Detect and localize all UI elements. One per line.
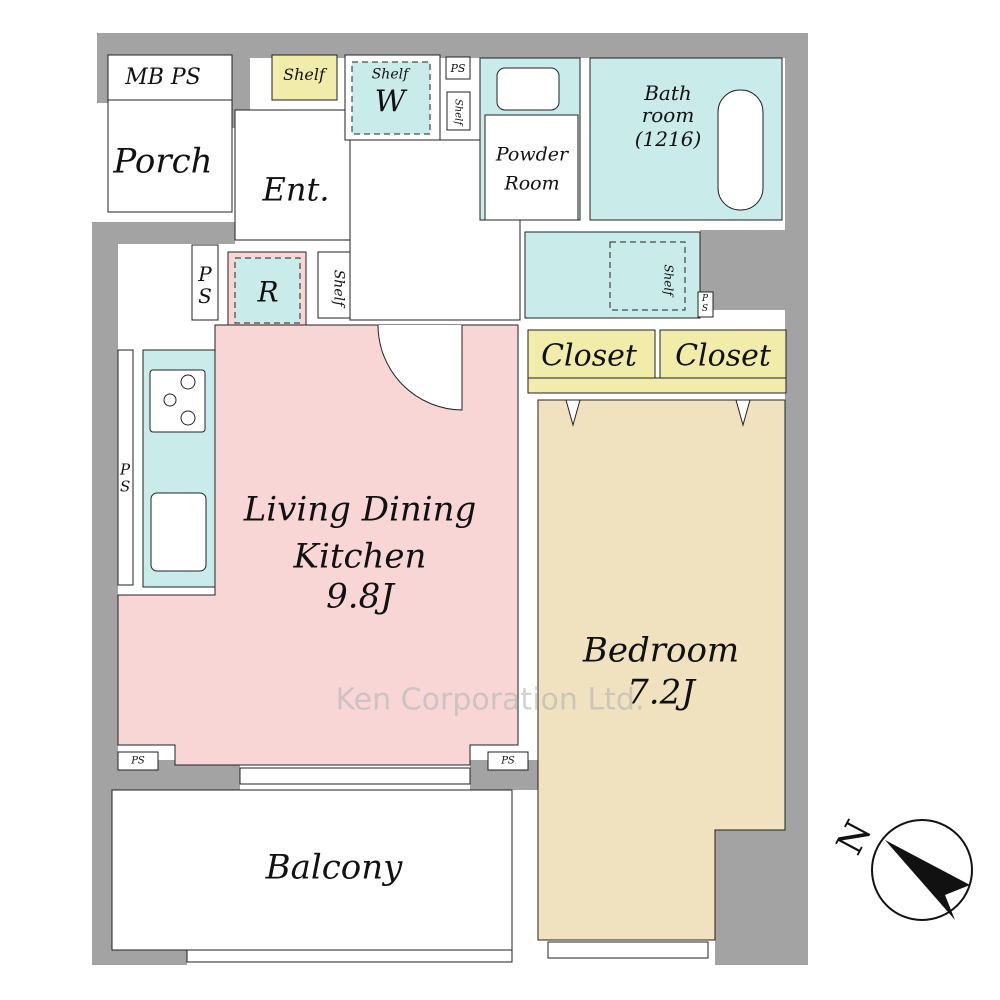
powder-room-label-1: Powder	[495, 143, 569, 166]
porch-label: Porch	[113, 141, 213, 182]
mb-ps-room	[107, 54, 233, 101]
ps-bottom-right-box	[487, 751, 529, 771]
watermark: Ken Corporation Ltd.	[335, 682, 645, 718]
shelf-powder-box	[446, 91, 471, 131]
bathroom-label-2: room	[641, 103, 695, 127]
laundry-area	[524, 231, 701, 319]
living-dining-kitchen	[117, 324, 519, 766]
bedroom	[537, 399, 786, 941]
closet-1	[527, 329, 656, 379]
ps-top-box	[445, 56, 471, 80]
ps-bottom-right-label: PS	[501, 755, 515, 767]
stove-icon	[149, 369, 206, 433]
ps-kitchen-strip	[117, 349, 134, 586]
closet-2	[659, 329, 787, 379]
kitchen-sink-icon	[150, 492, 207, 572]
bathroom-size-label: (1216)	[634, 127, 702, 151]
entrance-area	[234, 109, 354, 241]
ldk-size-label: 9.8J	[326, 576, 394, 617]
ps-left-label: P S	[198, 262, 212, 308]
balcony-label: Balcony	[265, 847, 403, 888]
ps-kitchen-label: P S	[120, 460, 131, 495]
compass-icon	[871, 819, 973, 921]
ps-bottom-left-label: PS	[131, 755, 145, 767]
ps-laundry-box	[697, 291, 714, 318]
ps-top-label: PS	[450, 61, 466, 75]
door-swing	[377, 324, 463, 411]
bathroom-label-1: Bath	[644, 81, 692, 105]
walls	[92, 33, 808, 965]
ldk-label-1: Living Dining	[243, 489, 477, 530]
ps-laundry-label: P S	[701, 294, 709, 314]
shelf-powder-label: Shelf	[452, 98, 464, 126]
ps-bottom-left-box	[117, 751, 159, 771]
window	[547, 941, 709, 959]
window	[186, 949, 513, 963]
mb-ps-label: MB PS	[125, 64, 201, 90]
window	[239, 767, 471, 785]
bathtub-icon	[717, 89, 764, 211]
shelf-hall-box	[317, 251, 351, 319]
entrance-label: Ent.	[262, 170, 330, 209]
ps-left-box	[191, 244, 219, 321]
closet-1-label: Closet	[541, 338, 637, 374]
sink-icon	[496, 67, 560, 111]
bedroom-label: Bedroom	[582, 630, 740, 671]
shelf-laundry-label: Shelf	[661, 264, 676, 296]
balcony	[111, 789, 513, 951]
powder-room-label-2: Room	[504, 172, 560, 195]
porch-area	[107, 99, 233, 213]
bedroom-size-label: 7.2J	[627, 672, 695, 713]
shelf-entrance	[271, 54, 338, 101]
ldk-label-2: Kitchen	[293, 536, 427, 577]
closet-2-label: Closet	[675, 338, 771, 374]
shelf-w-label: Shelf	[371, 66, 409, 83]
refrigerator-label: R	[257, 275, 279, 309]
shelf-entrance-label: Shelf	[283, 65, 325, 85]
w-label: W	[374, 84, 406, 120]
shelf-hall-label: Shelf	[330, 269, 347, 307]
